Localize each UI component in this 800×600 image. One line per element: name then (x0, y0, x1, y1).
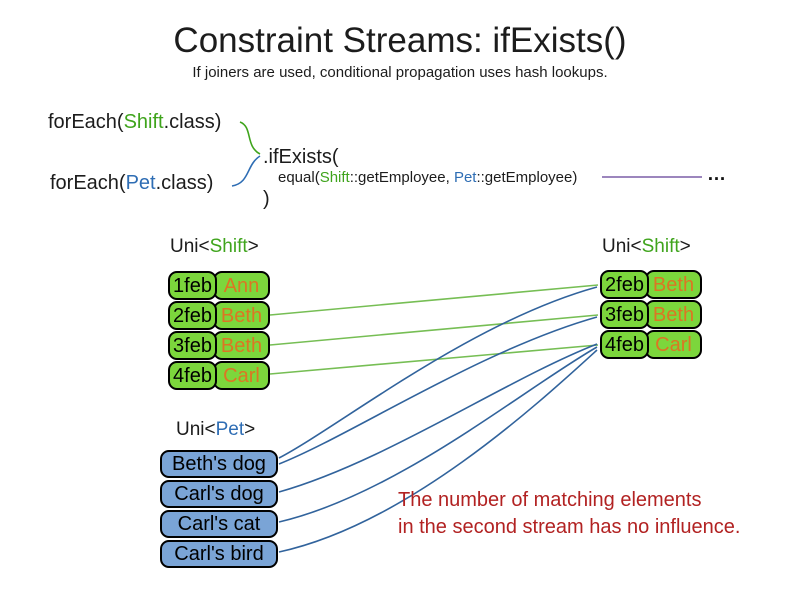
shift-employee-cell: Carl (213, 361, 270, 390)
shift-employee-cell: Beth (645, 270, 702, 299)
table-row: 4feb Carl (168, 361, 270, 390)
label-text: > (247, 236, 259, 257)
shift-employee-cell: Beth (213, 331, 270, 360)
pet-row: Carl's dog (160, 480, 278, 508)
label-type: Shift (209, 236, 248, 257)
page-subtitle: If joiners are used, conditional propaga… (192, 64, 608, 81)
code-text: .class) (163, 111, 222, 133)
table-row: 3feb Beth (600, 300, 702, 329)
code-text: ::getEmployee) (476, 169, 578, 186)
annotation-line: in the second stream has no influence. (398, 516, 741, 538)
table-row: 2feb Beth (600, 270, 702, 299)
left-shift-table: 1feb Ann 2feb Beth 3feb Beth 4feb Carl (168, 271, 270, 391)
table-row: 4feb Carl (600, 330, 702, 359)
shift-employee-cell: Beth (213, 301, 270, 330)
code-foreach-pet: forEach(Pet.class) (50, 172, 213, 195)
label-text: Uni< (170, 236, 210, 257)
green-wire-4feb (269, 344, 599, 375)
pet-class-token: Pet (125, 172, 156, 194)
table-row: 1feb Ann (168, 271, 270, 300)
shift-date-cell: 1feb (168, 271, 217, 300)
pet-row: Beth's dog (160, 450, 278, 478)
code-foreach-shift: forEach(Shift.class) (48, 111, 221, 134)
code-text: equal( (278, 169, 320, 186)
annotation-line: The number of matching elements (398, 489, 702, 511)
code-equal-joiner: equal(Shift::getEmployee, Pet::getEmploy… (278, 169, 577, 186)
shift-date-cell: 4feb (168, 361, 217, 390)
brace-green-top (239, 121, 261, 155)
shift-date-cell: 3feb (600, 300, 649, 329)
label-text: Uni< (602, 236, 642, 257)
brace-blue-bottom (231, 155, 261, 187)
shift-date-cell: 3feb (168, 331, 217, 360)
green-wire-2feb (269, 284, 599, 316)
code-text: forEach( (50, 172, 126, 194)
code-if-exists: .ifExists( (263, 146, 339, 168)
shift-class-token: Shift (123, 111, 164, 133)
shift-date-cell: 4feb (600, 330, 649, 359)
pet-table: Beth's dog Carl's dog Carl's cat Carl's … (160, 450, 278, 570)
label-type: Shift (641, 236, 680, 257)
shift-date-cell: 2feb (168, 301, 217, 330)
shift-employee-cell: Beth (645, 300, 702, 329)
pet-class-token: Pet (453, 169, 477, 186)
code-text: ::getEmployee, (349, 169, 454, 186)
shift-employee-cell: Carl (645, 330, 702, 359)
code-close-paren: ) (263, 188, 270, 210)
green-wire-3feb (269, 314, 599, 346)
page-title: Constraint Streams: ifExists() (173, 21, 627, 60)
pet-table-label: Uni<Pet> (176, 419, 255, 441)
right-shift-table: 2feb Beth 3feb Beth 4feb Carl (600, 270, 702, 360)
blue-wire-carlsdog-4feb (278, 343, 598, 493)
label-text: > (679, 236, 691, 257)
annotation-note: The number of matching elements in the s… (398, 487, 740, 541)
shift-date-cell: 2feb (600, 270, 649, 299)
label-type: Pet (215, 419, 245, 440)
code-text: forEach( (48, 111, 124, 133)
pet-row: Carl's bird (160, 540, 278, 568)
left-shift-table-label: Uni<Shift> (170, 236, 259, 258)
pet-row: Carl's cat (160, 510, 278, 538)
code-text: .class) (155, 172, 214, 194)
table-row: 2feb Beth (168, 301, 270, 330)
label-text: Uni< (176, 419, 216, 440)
blue-wire-bethsdog-3feb (278, 316, 598, 465)
right-shift-table-label: Uni<Shift> (602, 236, 691, 258)
continuation-ellipsis: … (707, 164, 726, 185)
label-text: > (244, 419, 256, 440)
table-row: 3feb Beth (168, 331, 270, 360)
shift-class-token: Shift (319, 169, 350, 186)
shift-employee-cell: Ann (213, 271, 270, 300)
blue-wire-bethsdog-2feb (278, 286, 598, 459)
